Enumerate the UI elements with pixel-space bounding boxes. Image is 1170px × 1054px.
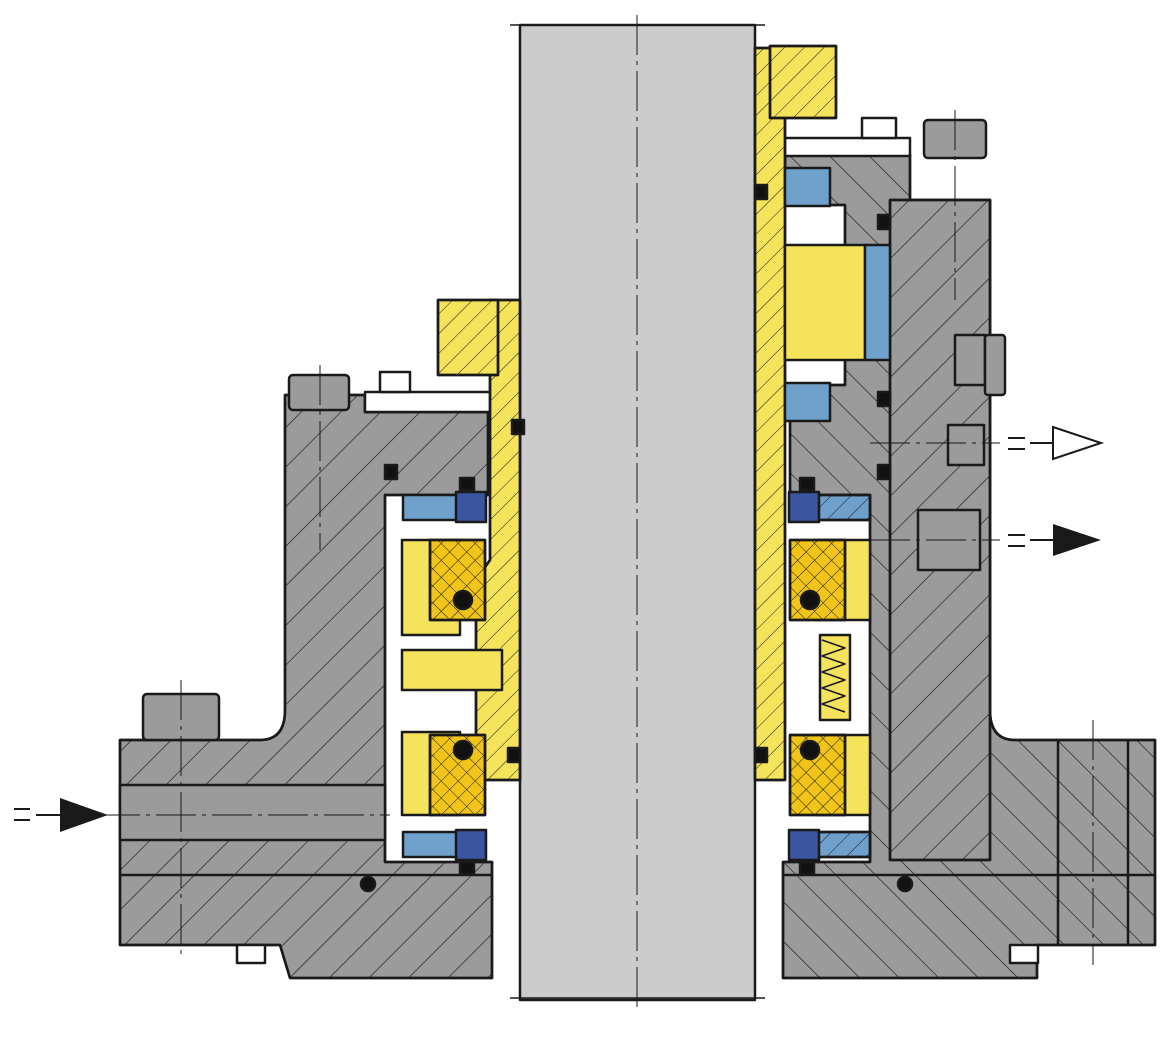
right-sleeve	[753, 44, 867, 782]
o-rings	[359, 183, 914, 893]
bolt	[953, 333, 987, 387]
flow-out-arrow-icon	[1008, 524, 1101, 556]
spring	[821, 639, 846, 713]
left-housing	[118, 370, 502, 980]
flow-out-arrow-icon	[1008, 425, 1105, 461]
centerlines	[100, 15, 1094, 1012]
flow-in-arrow-icon	[14, 798, 108, 832]
bolt	[983, 333, 1007, 397]
stationary-rings	[401, 166, 892, 862]
